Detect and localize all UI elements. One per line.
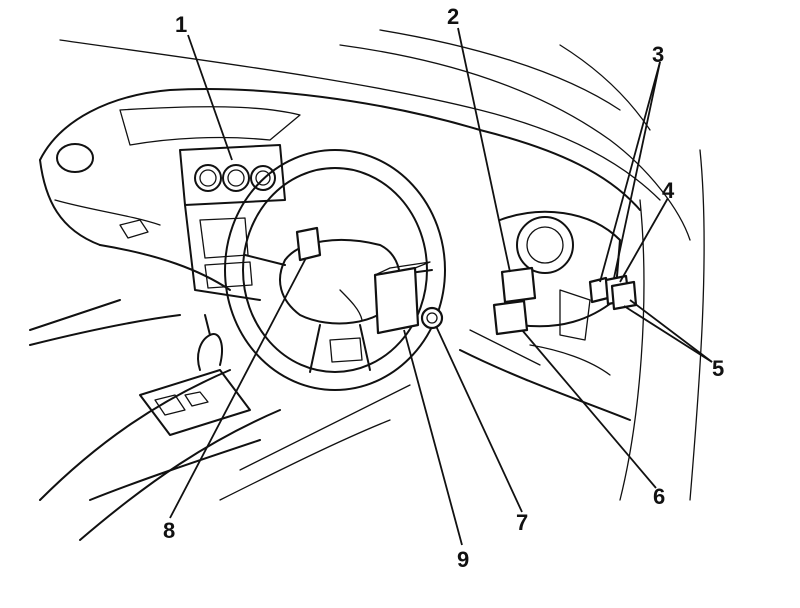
callout-8: 8 <box>163 518 176 543</box>
callout-2: 2 <box>447 4 460 29</box>
callout-4: 4 <box>662 178 675 203</box>
callout-3: 3 <box>652 42 665 67</box>
callout-6: 6 <box>653 484 666 509</box>
callout-9: 9 <box>457 547 470 572</box>
component-7-knob <box>420 306 444 330</box>
components <box>295 226 638 336</box>
callout-1: 1 <box>175 12 188 37</box>
dashboard-body <box>29 88 641 541</box>
component-5-box <box>610 280 638 311</box>
component-2-box <box>500 266 537 304</box>
component-8-box <box>295 226 322 262</box>
steering-wheel <box>224 149 446 391</box>
component-9-box <box>373 266 420 335</box>
windshield-lines <box>59 29 705 501</box>
callout-5: 5 <box>712 356 725 381</box>
component-6-box <box>492 299 529 336</box>
callout-7: 7 <box>516 510 529 535</box>
leader-lines <box>169 27 713 546</box>
